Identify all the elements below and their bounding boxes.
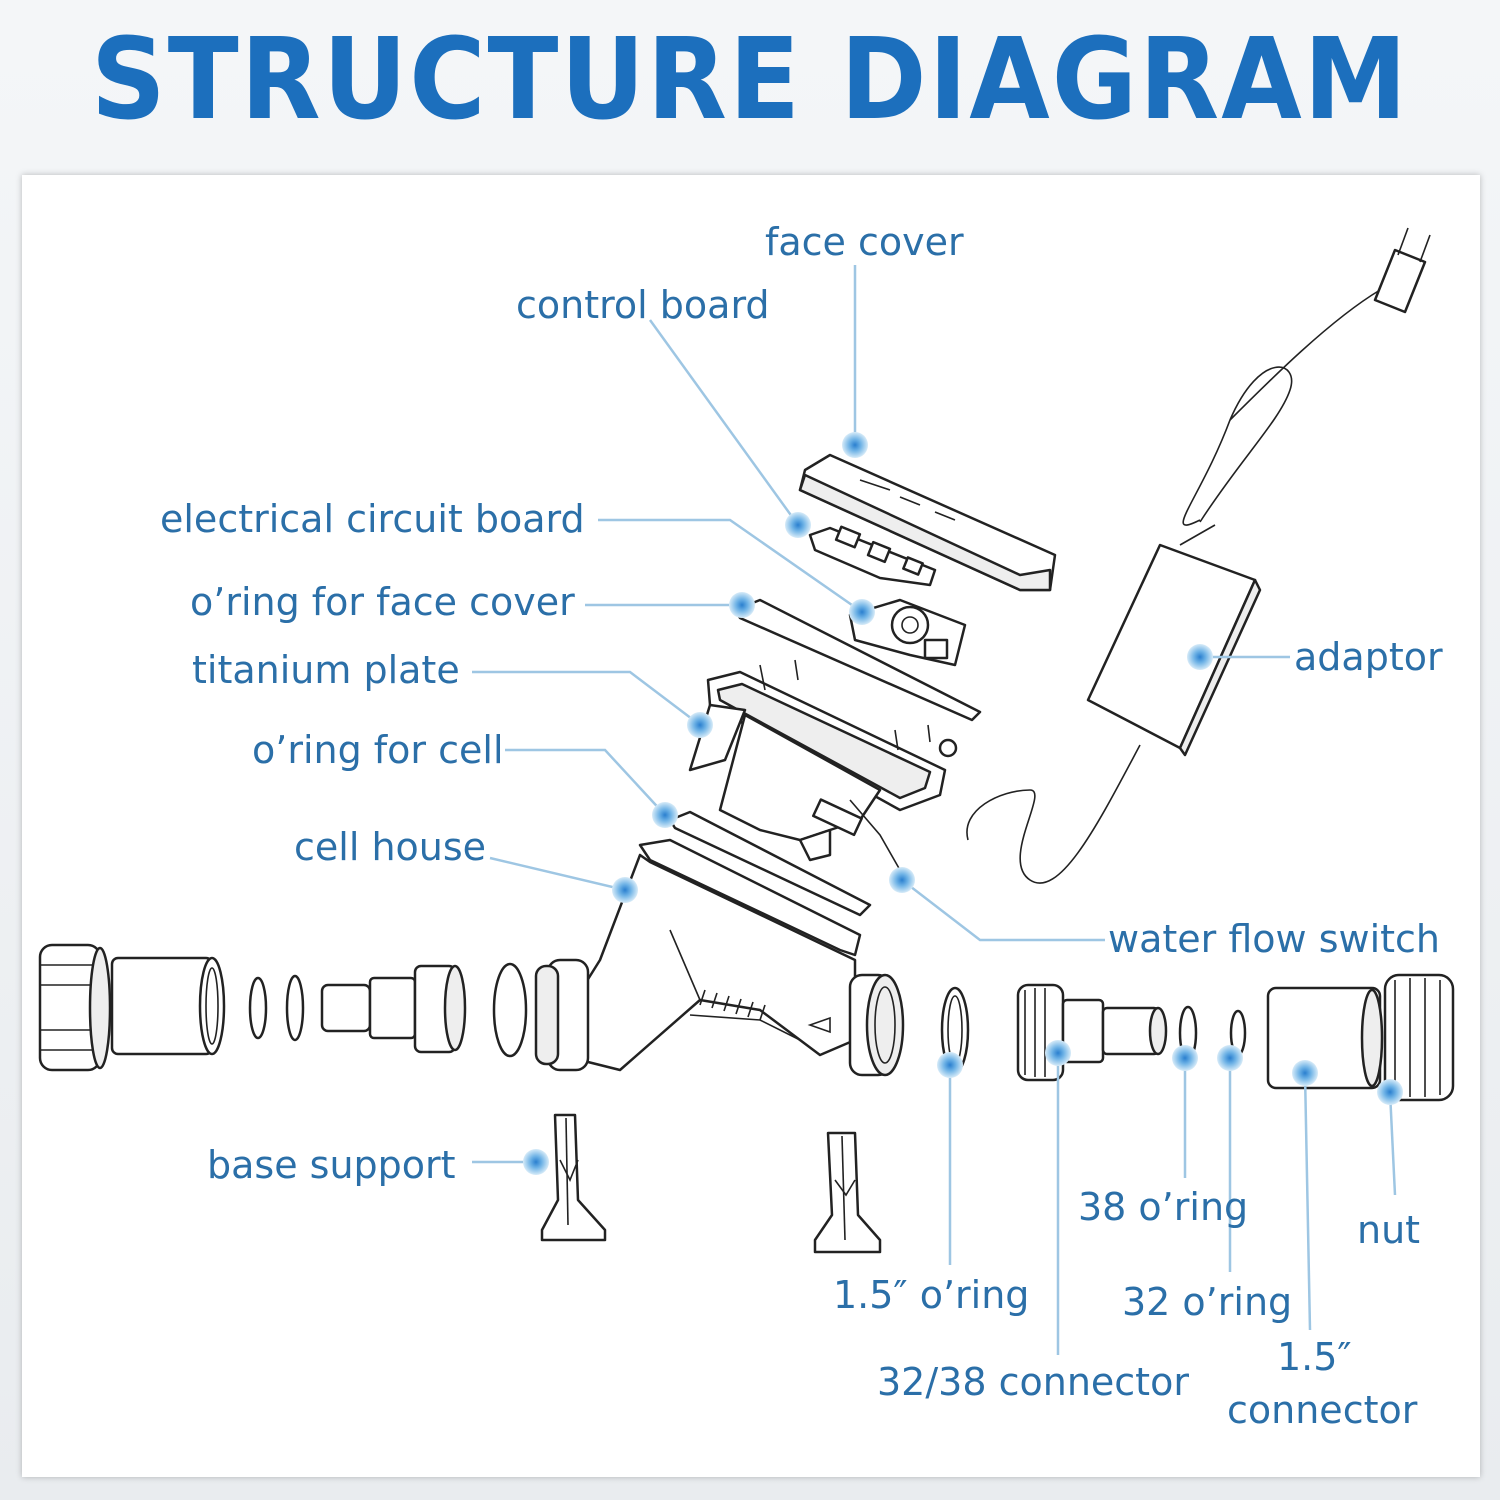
dot-cell-house	[612, 877, 638, 903]
dot-control-board	[785, 512, 811, 538]
base-support-part-2	[813, 1131, 882, 1254]
label-cell-house: cell house	[294, 825, 486, 869]
label-32-oring: 32 o’ring	[1122, 1280, 1292, 1324]
control-board-part	[808, 525, 937, 587]
left-large-oring	[492, 962, 528, 1058]
dot-electrical-circuit-board	[849, 599, 875, 625]
dot-adaptor	[1187, 644, 1213, 670]
face-cover-part	[798, 453, 1057, 592]
right-connector-part	[1266, 986, 1384, 1090]
label-control-board: control board	[516, 283, 770, 327]
dot-water-flow-switch	[889, 867, 915, 893]
adaptor-part	[966, 227, 1431, 884]
label-adaptor: adaptor	[1294, 635, 1443, 679]
leader-lines	[472, 265, 1397, 1355]
callout-dots	[523, 432, 1403, 1175]
dot-1-5-oring	[937, 1052, 963, 1078]
page-title: STRUCTURE DIAGRAM	[90, 13, 1410, 145]
left-32-38-connector-part	[320, 964, 467, 1054]
label-titanium-plate: titanium plate	[192, 648, 460, 692]
label-electrical-circuit-board: electrical circuit board	[160, 497, 585, 541]
label-1-5-oring: 1.5″ o’ring	[833, 1273, 1029, 1317]
label-32-38-connector: 32/38 connector	[877, 1360, 1189, 1404]
dot-1-5-connector	[1292, 1060, 1318, 1086]
right-nut-part	[1383, 973, 1455, 1102]
electrical-circuit-board-part	[848, 598, 967, 667]
water-flow-switch-part	[812, 798, 901, 871]
right-32-38-connector-part	[1016, 983, 1168, 1082]
left-small-oring-1	[248, 976, 268, 1040]
label-1-5-connector-line2: connector	[1227, 1388, 1418, 1432]
dot-32-oring	[1217, 1045, 1243, 1071]
dot-38-oring	[1172, 1045, 1198, 1071]
dot-oring-cell	[652, 802, 678, 828]
label-base-support: base support	[207, 1143, 456, 1187]
dot-32-38-connector	[1045, 1040, 1071, 1066]
left-nut-part	[38, 943, 112, 1072]
labels: face cover control board electrical circ…	[160, 220, 1443, 1432]
left-small-oring-2	[285, 974, 305, 1042]
cell-house-part	[534, 838, 905, 1077]
dot-titanium-plate	[687, 712, 713, 738]
left-connector-part	[110, 956, 226, 1056]
label-face-cover: face cover	[765, 220, 964, 264]
dot-oring-face-cover	[729, 592, 755, 618]
base-support-part-1	[540, 1113, 607, 1242]
label-38-oring: 38 o’ring	[1078, 1185, 1248, 1229]
oring-cell-part	[668, 810, 872, 917]
label-oring-cell: o’ring for cell	[252, 728, 504, 772]
dot-base-support	[523, 1149, 549, 1175]
dot-nut	[1377, 1079, 1403, 1105]
label-oring-face-cover: o’ring for face cover	[190, 580, 575, 624]
label-nut: nut	[1357, 1208, 1420, 1252]
label-water-flow-switch: water flow switch	[1108, 917, 1440, 961]
dot-face-cover	[842, 432, 868, 458]
label-1-5-connector-line1: 1.5″	[1277, 1335, 1352, 1379]
